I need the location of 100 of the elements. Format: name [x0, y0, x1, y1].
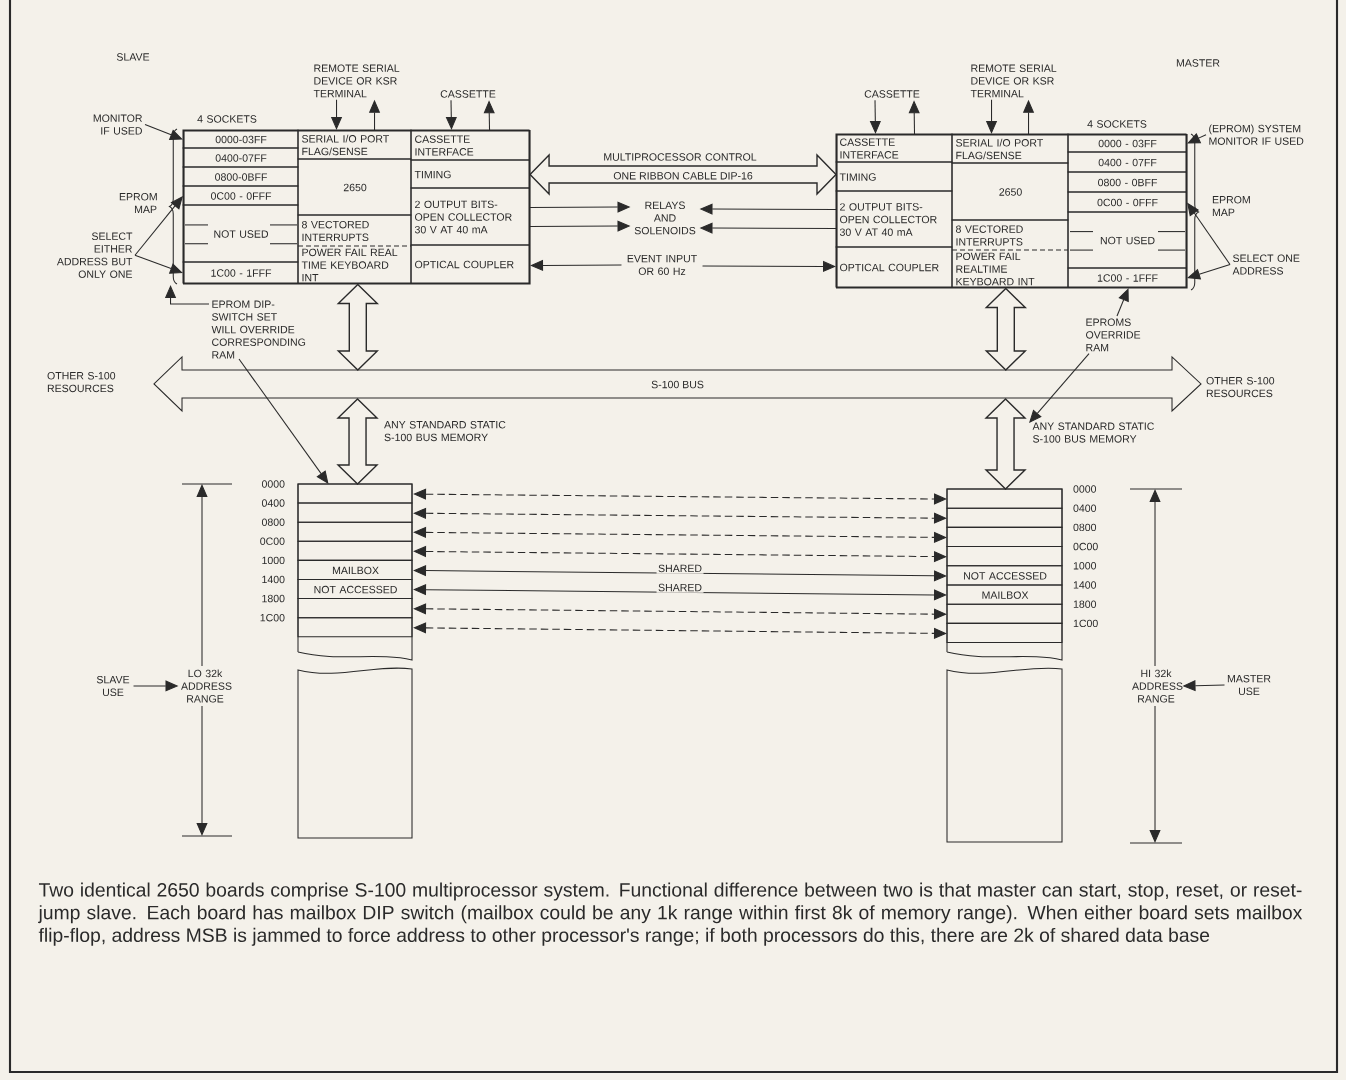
- annotation: CASSETTE: [440, 90, 496, 98]
- board-title: MASTER: [1176, 59, 1220, 67]
- annotation: EVENT INPUT OR 60 Hz: [627, 255, 697, 275]
- board-title: SLAVE: [116, 53, 150, 61]
- address-label: 0000: [261, 480, 285, 488]
- arrow: [445, 99, 457, 130]
- board-cell: TIMING: [410, 159, 530, 189]
- leader-arrow: [144, 124, 183, 140]
- dimension-label: LO 32k ADDRESS RANGE: [181, 669, 232, 703]
- board-cell: 2 OUTPUT BITS- OPEN COLLECTOR 30 V AT 40 mA: [835, 190, 953, 248]
- memory-row: NOT ACCESSED: [946, 565, 1063, 586]
- address-label: 1400: [1073, 581, 1097, 589]
- annotation: SLAVE USE: [96, 675, 130, 697]
- brace-label: EPROM MAP: [1212, 196, 1250, 216]
- leader-arrow: [134, 196, 183, 256]
- address-label: 1C00: [260, 613, 285, 622]
- column-heading: 4 SOCKETS: [197, 115, 257, 123]
- curly-brace: [1190, 133, 1200, 291]
- leader-arrow: [1116, 288, 1129, 317]
- board-cell: NOT USED: [1067, 211, 1187, 269]
- board-cell: 0400 - 07FF: [1067, 151, 1187, 173]
- board-cell: 2650: [951, 162, 1069, 221]
- board-cell: 0C00 - 0FFF: [1067, 191, 1187, 213]
- address-label: 1800: [262, 594, 285, 603]
- leader-arrow: [1187, 264, 1231, 280]
- annotation: RELAYS AND SOLENOIDS: [634, 201, 696, 235]
- board-cell: 2 OUTPUT BITS- OPEN COLLECTOR 30 V AT 40 mA: [410, 187, 530, 246]
- leader-arrow: [164, 285, 210, 305]
- memory-row: [946, 622, 1063, 644]
- annotation: MASTER USE: [1227, 674, 1271, 696]
- memory-row: MAILBOX: [946, 584, 1063, 605]
- annotation: REMOTE SERIAL DEVICE OR KSR TERMINAL: [313, 64, 400, 98]
- address-label: 0400: [1073, 504, 1097, 512]
- column-heading: 4 SOCKETS: [1087, 120, 1147, 128]
- edge-label: SHARED: [656, 563, 704, 574]
- board-cell: 0000 - 03FF: [1067, 133, 1187, 153]
- circuit-board: [836, 134, 1188, 289]
- block-arrow: [984, 398, 1027, 490]
- annotation: OTHER S-100 RESOURCES: [1206, 377, 1275, 398]
- annotation: (EPROM) SYSTEM MONITOR IF USED: [1209, 124, 1304, 145]
- memory-row: [297, 540, 413, 561]
- curly-brace: [168, 128, 178, 285]
- address-label: 0C00: [1073, 542, 1098, 551]
- address-label: 0800: [1073, 523, 1097, 532]
- memory-row: [297, 598, 413, 619]
- block-arrow: [336, 398, 379, 485]
- memory-row: [946, 546, 1063, 567]
- board-cell: TIMING: [835, 161, 953, 192]
- annotation: OTHER S-100 RESOURCES: [47, 372, 116, 393]
- board-cell: SERIAL I/O PORT FLAG/SENSE: [297, 129, 412, 160]
- board-cell: 1C00 - 1FFF: [182, 261, 299, 284]
- memory-row: [946, 507, 1063, 528]
- address-label: 1800: [1073, 600, 1097, 608]
- annotation: ANY STANDARD STATIC S-100 BUS MEMORY: [1032, 422, 1154, 443]
- board-cell: 8 VECTORED INTERRUPTS: [297, 214, 412, 247]
- memory-row: [297, 483, 413, 504]
- edge-label: SHARED: [656, 582, 704, 593]
- board-cell: OPTICAL COUPLER: [835, 246, 953, 288]
- leader-arrow: [1029, 353, 1090, 423]
- arrow: [413, 507, 947, 524]
- annotation: CASSETTE: [864, 90, 920, 98]
- dimension-label: HI 32k ADDRESS RANGE: [1132, 669, 1183, 703]
- board-cell: 0800 - 0BFF: [1067, 171, 1187, 193]
- annotation: SELECT ONE ADDRESS: [1232, 254, 1300, 275]
- board-cell: 0400-07FF: [182, 147, 299, 168]
- address-label: 0800: [261, 518, 285, 526]
- memory-row: [297, 502, 413, 523]
- board-cell: POWER FAIL REALTIME KEYBOARD INT: [951, 249, 1069, 288]
- block-arrow: [984, 287, 1028, 371]
- address-label: 0400: [261, 499, 285, 507]
- edge-label: ONE RIBBON CABLE DIP-16: [611, 170, 755, 181]
- memory-row: [946, 488, 1063, 509]
- address-label: 1400: [262, 575, 285, 584]
- leader-arrow: [238, 358, 329, 484]
- board-cell: NOT USED: [182, 204, 299, 263]
- block-arrow: [336, 283, 380, 371]
- annotation: REMOTE SERIAL DEVICE OR KSR TERMINAL: [970, 64, 1057, 98]
- arrow: [869, 99, 881, 134]
- brace-label: EPROM MAP: [119, 193, 157, 213]
- board-cell: 2650: [297, 158, 412, 216]
- board-cell: POWER FAIL REAL TIME KEYBOARD INT: [297, 245, 412, 284]
- arrow: [413, 584, 947, 601]
- memory-row: [297, 521, 413, 542]
- address-label: 1000: [1073, 562, 1097, 570]
- memory-row: [297, 617, 413, 638]
- annotation: ANY STANDARD STATIC S-100 BUS MEMORY: [384, 421, 506, 442]
- board-cell: 0000-03FF: [182, 129, 299, 149]
- memory-row: MAILBOX: [297, 559, 413, 580]
- board-cell: 0C00 - 0FFF: [182, 185, 299, 206]
- address-label: 0000: [1073, 485, 1097, 493]
- annotation: SELECT EITHER ADDRESS BUT ONLY ONE: [56, 232, 133, 278]
- arrow: [413, 488, 947, 505]
- arrow: [413, 603, 947, 620]
- annotation: MONITOR IF USED: [93, 114, 142, 135]
- leader-arrow: [134, 254, 183, 274]
- address-label: 0C00: [260, 537, 285, 545]
- circuit-board: [183, 130, 531, 285]
- board-cell: 8 VECTORED INTERRUPTS: [951, 219, 1069, 251]
- board-cell: SERIAL I/O PORT FLAG/SENSE: [951, 133, 1069, 164]
- board-cell: 0800-0BFF: [182, 166, 299, 187]
